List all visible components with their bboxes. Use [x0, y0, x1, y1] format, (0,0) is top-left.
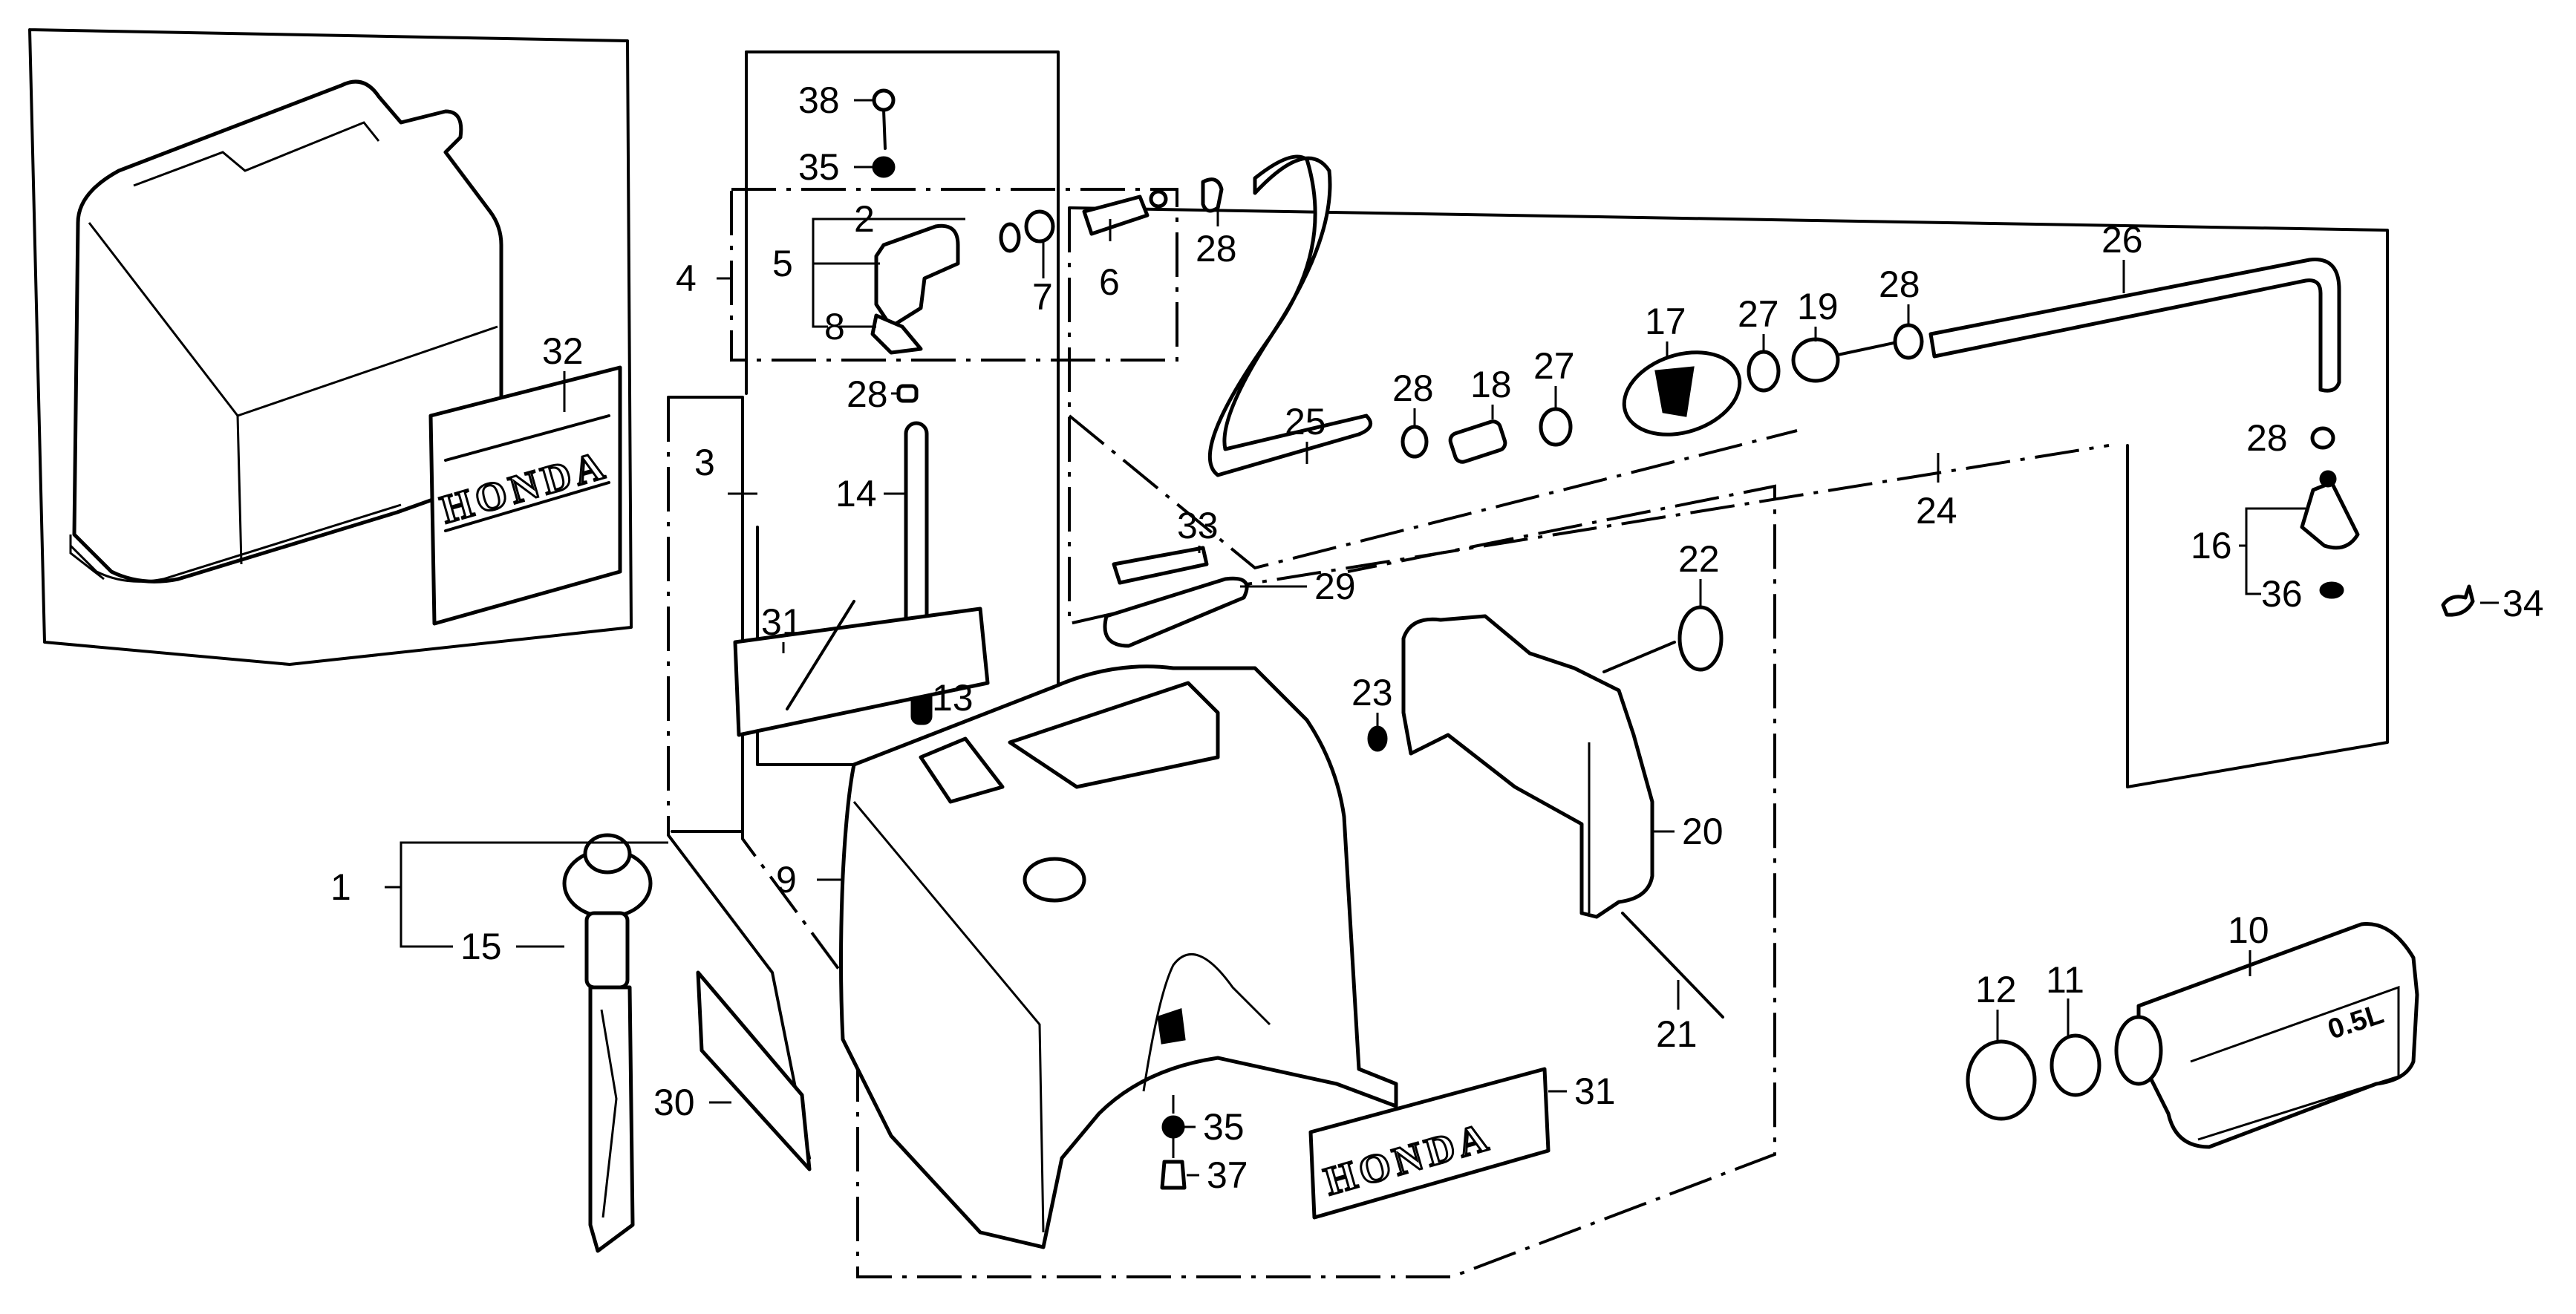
callout-21: 21 — [1656, 1013, 1698, 1055]
callout-26: 26 — [2101, 219, 2143, 261]
fuel-cock-box-outline — [745, 50, 1060, 699]
primer-line — [1401, 323, 1924, 464]
callout-20: 20 — [1682, 811, 1724, 852]
callout-2: 2 — [854, 198, 875, 240]
callout-23: 23 — [1351, 672, 1393, 713]
fuel-gauge — [562, 833, 653, 1253]
label-33 — [1112, 546, 1209, 585]
callout-30: 30 — [653, 1082, 695, 1123]
callout-6: 6 — [1099, 261, 1120, 303]
callout-28-a: 28 — [1196, 228, 1237, 269]
tape-31 — [733, 607, 990, 737]
cover-honda-mark: HONDA — [428, 365, 622, 626]
callout-34: 34 — [2502, 583, 2544, 624]
callout-7: 7 — [1032, 276, 1053, 318]
callout-27-a: 27 — [1533, 345, 1575, 387]
callout-3: 3 — [694, 442, 715, 483]
callout-15: 15 — [460, 926, 502, 967]
connector — [2300, 426, 2360, 599]
callout-14: 14 — [835, 473, 877, 514]
callout-8: 8 — [824, 306, 845, 347]
tank-handle — [1367, 605, 1724, 1019]
callout-5: 5 — [772, 243, 793, 284]
callout-29: 29 — [1314, 566, 1356, 607]
tank-box-main — [741, 397, 1776, 1278]
callout-1: 1 — [330, 866, 351, 908]
cover-box-outline — [28, 28, 633, 666]
callout-31-right: 31 — [1574, 1071, 1616, 1112]
clip-34 — [2441, 584, 2475, 617]
leader-lines — [385, 99, 2499, 1177]
callout-11: 11 — [2046, 959, 2084, 1001]
callout-13: 13 — [932, 677, 974, 719]
fuel-line-lower — [1068, 414, 1798, 570]
callout-36: 36 — [2261, 573, 2303, 615]
callout-35-bottom: 35 — [1203, 1106, 1245, 1148]
rubber-pad-30 — [696, 970, 812, 1171]
callout-28-d: 28 — [1879, 264, 1920, 305]
callout-22: 22 — [1678, 538, 1720, 580]
engine-cover — [69, 79, 503, 584]
callout-28-c: 28 — [1392, 367, 1434, 409]
callout-32: 32 — [542, 330, 584, 372]
tank-honda-mark: HONDA — [1308, 1067, 1551, 1220]
callout-4: 4 — [676, 258, 697, 299]
callout-19: 19 — [1797, 286, 1839, 327]
callout-10: 10 — [2228, 909, 2269, 951]
callout-16: 16 — [2191, 525, 2232, 566]
callout-31-left: 31 — [761, 601, 803, 643]
callout-28-e: 28 — [2246, 417, 2288, 459]
fuel-hose-b — [1928, 258, 2341, 393]
callout-28-b: 28 — [847, 373, 888, 415]
fuel-hose-a — [1207, 154, 1373, 477]
callout-25: 25 — [1285, 401, 1326, 442]
fuel-line-box-outline — [1068, 206, 2389, 788]
callout-17: 17 — [1645, 301, 1686, 342]
oil-bottle: 0.5L — [1966, 922, 2419, 1149]
callout-37: 37 — [1207, 1154, 1248, 1196]
callout-12: 12 — [1975, 969, 2017, 1010]
fuel-tank — [839, 664, 1398, 1249]
callout-38: 38 — [798, 79, 840, 121]
callout-24: 24 — [1916, 490, 1957, 532]
callout-labels: 38 35 2 5 4 8 7 6 28 28 3 14 31 13 32 25… — [330, 79, 2544, 1196]
drain-bolt — [1160, 1095, 1187, 1190]
strap-29 — [1103, 576, 1249, 648]
sub-box-outline — [730, 188, 1178, 362]
fuel-cock — [870, 88, 1224, 355]
callout-35-top: 35 — [798, 146, 840, 188]
callout-18: 18 — [1470, 364, 1512, 405]
callout-27-b: 27 — [1738, 293, 1779, 335]
callout-9: 9 — [776, 859, 797, 900]
callout-33: 33 — [1177, 505, 1219, 546]
